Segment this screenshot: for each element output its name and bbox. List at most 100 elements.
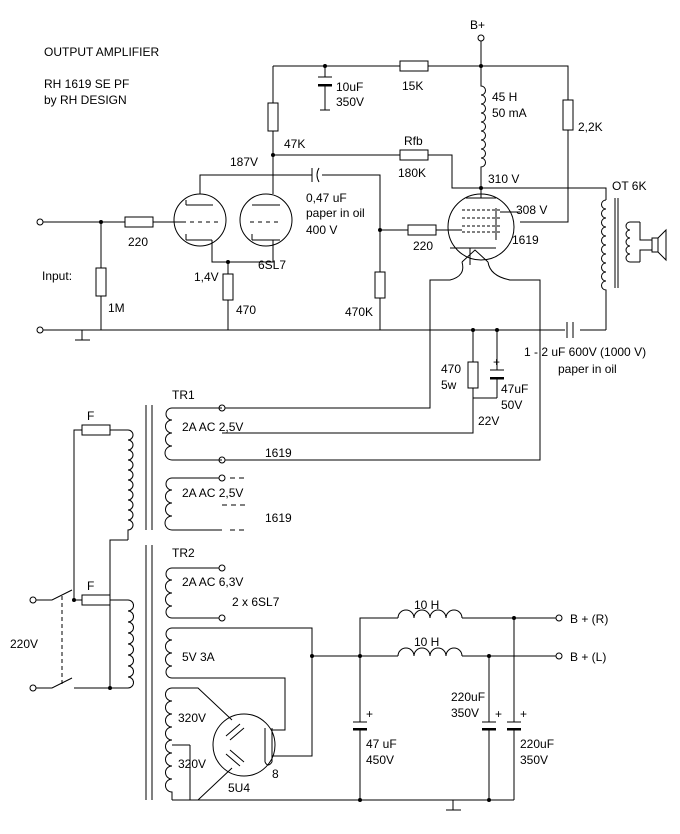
tube-1619: 308 V 1619 <box>447 188 547 265</box>
model-name: RH 1619 SE PF <box>44 77 129 91</box>
input-label: Input: <box>42 269 72 283</box>
output-terminal-bplus-l[interactable]: B + (L) <box>555 650 606 664</box>
input-terminal-ground[interactable] <box>36 326 44 334</box>
resistor-rfb-180k: Rfb 180K <box>273 134 481 189</box>
output-transformer: OT 6K <box>601 179 646 330</box>
resistor-15k: 15K <box>399 60 429 93</box>
svg-text:1619: 1619 <box>265 446 292 460</box>
fuse-2: F <box>81 579 111 606</box>
svg-text:5w: 5w <box>441 378 457 392</box>
svg-text:47K: 47K <box>284 137 305 151</box>
svg-text:45 H: 45 H <box>492 90 517 104</box>
svg-text:350V: 350V <box>336 95 364 109</box>
svg-text:+: + <box>493 355 500 369</box>
svg-text:10 H: 10 H <box>414 598 439 612</box>
wire-grid-1619 <box>379 222 450 330</box>
svg-text:6SL7: 6SL7 <box>258 258 286 272</box>
capacitor-220uf-right: + 220uF 350V <box>507 618 554 800</box>
wire-cath-bypass <box>472 330 497 399</box>
svg-text:OT 6K: OT 6K <box>612 179 646 193</box>
capacitor-47uf: + 47uF 50V <box>490 330 528 412</box>
voltage-187v: 187V <box>230 155 258 169</box>
wire-6sl7-plates <box>199 155 274 194</box>
svg-text:470K: 470K <box>345 305 373 319</box>
voltage-1-4v: 1,4V <box>194 270 219 284</box>
svg-text:450V: 450V <box>366 753 394 767</box>
capacitor-220uf-left: + 220uF 350V <box>451 656 502 800</box>
tr1-label: TR1 <box>172 388 195 402</box>
voltage-310v: 310 V <box>488 172 519 186</box>
svg-text:Rfb: Rfb <box>404 134 423 148</box>
schematic-title: OUTPUT AMPLIFIER <box>44 45 159 59</box>
svg-text:B + (R): B + (R) <box>570 612 608 626</box>
svg-text:308 V: 308 V <box>516 203 547 217</box>
wire-heater-ct <box>222 398 474 434</box>
capacitor-47uf-450v: + 47 uF 450V <box>353 656 397 800</box>
fuse-1: F <box>81 409 111 436</box>
b-plus-label: B+ <box>470 18 485 32</box>
choke-10h-right: 10 H <box>397 598 463 619</box>
output-terminal-bplus-r[interactable]: B + (R) <box>555 612 608 626</box>
svg-text:F: F <box>87 579 94 593</box>
junction <box>72 598 76 602</box>
svg-text:5U4: 5U4 <box>228 781 250 795</box>
resistor-220-input: 220 <box>124 216 154 249</box>
capacitor-0-47uf: 0,47 uF paper in oil 400 V <box>273 167 381 237</box>
junction <box>108 686 112 690</box>
capacitor-output: 1 - 2 uF 600V (1000 V) paper in oil <box>524 322 646 376</box>
svg-text:320V: 320V <box>178 711 206 725</box>
svg-text:2 x 6SL7: 2 x 6SL7 <box>232 595 280 609</box>
wire-plate-ot <box>481 187 607 200</box>
resistor-470-cathode: 470 <box>222 273 256 330</box>
wire-hv-ct-ground <box>189 745 514 801</box>
wire-heater-a <box>222 261 464 409</box>
junction <box>358 798 362 802</box>
b-plus-terminal: B+ <box>470 18 485 42</box>
voltage-22v: 22V <box>478 414 499 428</box>
svg-text:F: F <box>87 409 94 423</box>
svg-text:1 - 2 uF 600V (1000 V): 1 - 2 uF 600V (1000 V) <box>524 345 646 359</box>
svg-text:350V: 350V <box>451 706 479 720</box>
svg-text:1619: 1619 <box>512 233 539 247</box>
svg-text:+: + <box>366 707 373 721</box>
tr2-transformer: 2A AC 6,3V 2 x 6SL7 5V 3A 320V 320V <box>127 545 313 801</box>
choke-45h: 45 H 50 mA <box>480 66 527 188</box>
resistor-220-grid: 220 <box>407 224 437 253</box>
junction <box>487 798 491 802</box>
svg-text:220: 220 <box>128 235 148 249</box>
svg-text:47 uF: 47 uF <box>366 737 397 751</box>
wire-screen-feed <box>520 130 569 223</box>
wire-rect-out <box>272 656 313 757</box>
svg-text:50V: 50V <box>501 398 522 412</box>
resistor-1m: 1M <box>95 222 125 330</box>
svg-text:350V: 350V <box>520 753 548 767</box>
choke-10h-left: 10 H <box>397 635 463 657</box>
resistor-470-5w: 470 5w <box>441 361 479 392</box>
svg-text:470: 470 <box>236 303 256 317</box>
resistor-2-2k: 2,2K <box>562 99 603 134</box>
rectifier-5u4: 5U4 8 <box>212 713 279 795</box>
svg-text:220uF: 220uF <box>451 690 485 704</box>
wire-tr1-return <box>109 539 128 688</box>
svg-text:10uF: 10uF <box>336 80 363 94</box>
svg-text:paper in oil: paper in oil <box>558 362 617 376</box>
svg-text:2A AC 6,3V: 2A AC 6,3V <box>182 575 243 589</box>
svg-text:15K: 15K <box>402 79 423 93</box>
svg-text:+: + <box>495 707 502 721</box>
svg-text:0,47 uF: 0,47 uF <box>306 191 347 205</box>
designer-credit: by RH DESIGN <box>44 93 127 107</box>
svg-text:2A AC 2,5V: 2A AC 2,5V <box>182 486 243 500</box>
svg-text:470: 470 <box>441 362 461 376</box>
svg-text:220: 220 <box>413 239 433 253</box>
wire-top-rail <box>273 65 569 100</box>
tube-6sl7: 6SL7 <box>173 193 293 272</box>
resistor-470k: 470K <box>345 271 386 319</box>
resistor-47k: 47K <box>267 66 305 155</box>
capacitor-10uf: 10uF 350V <box>318 64 364 111</box>
svg-text:220uF: 220uF <box>520 737 554 751</box>
input-terminal-hot[interactable] <box>36 218 44 226</box>
svg-text:+: + <box>520 707 527 721</box>
svg-text:2,2K: 2,2K <box>578 120 603 134</box>
